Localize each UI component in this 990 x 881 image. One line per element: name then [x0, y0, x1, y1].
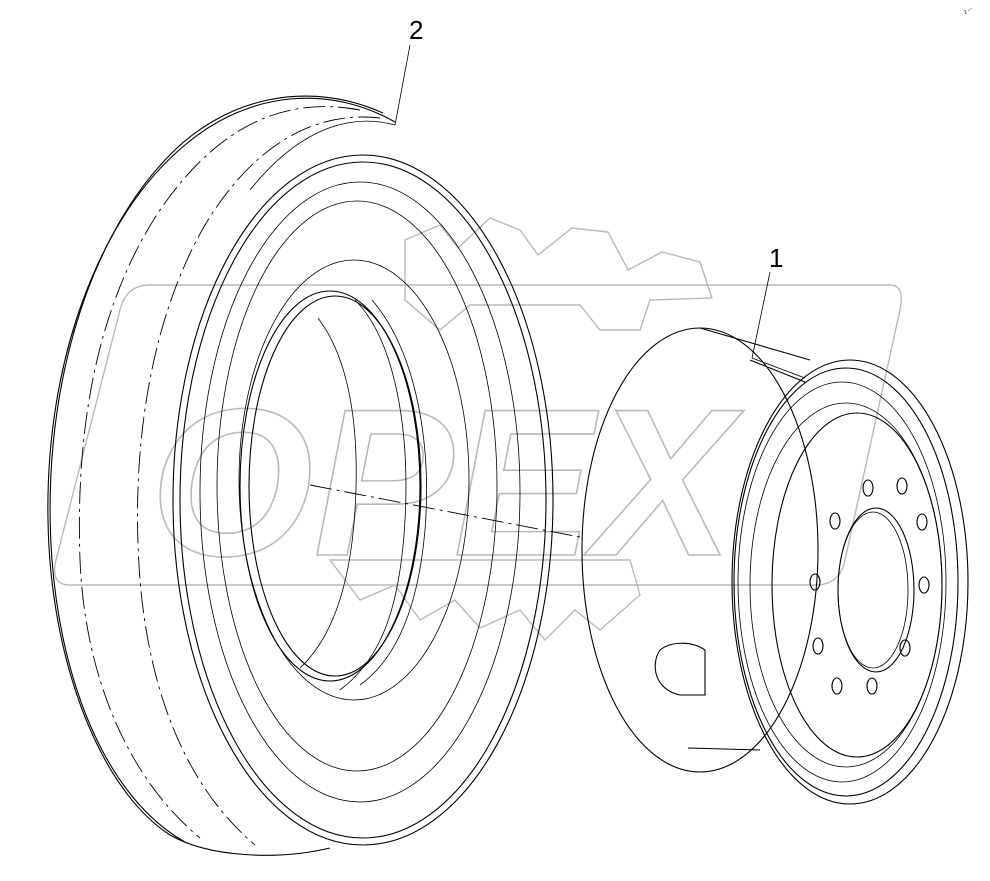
rim-drum-bottom: [687, 747, 761, 751]
corner-drawing-mark: 2 —: [963, 6, 974, 16]
rim-drum-top-2: [749, 359, 806, 383]
tire-tread-groove-2: [137, 116, 381, 846]
tire-inner-wall-3: [299, 317, 357, 669]
tire-sidewall-ring-1: [199, 181, 521, 803]
tire-inner-wall-1: [339, 299, 407, 691]
center-axis-line: [309, 484, 586, 539]
tire-tread-outer: [47, 97, 396, 856]
callout-1-leader-tail: [751, 357, 806, 379]
bolt-hole: [866, 677, 878, 695]
tire-shoulder-line: [249, 120, 396, 191]
rim-front-flange-outer: [731, 359, 969, 805]
bolt-hole: [862, 479, 874, 497]
tire-sidewall-ring-3: [238, 259, 470, 701]
tire-inner-wall-2: [359, 299, 427, 686]
callout-2-group: 2: [394, 15, 423, 126]
rim-bolt-holes: [809, 477, 930, 695]
tire-sidewall-outer: [172, 154, 554, 846]
callout-2-leader: [394, 44, 411, 126]
tire-bead-opening: [239, 290, 421, 682]
bolt-hole: [831, 677, 843, 695]
bolt-hole: [809, 573, 821, 591]
tire-tread-outer-2: [49, 95, 384, 843]
tire-tread-groove-1: [78, 106, 361, 839]
opex-watermark: OPEX: [53, 217, 902, 642]
bolt-hole: [899, 639, 911, 657]
rim-front-flange-3: [737, 381, 947, 783]
rim-part: [581, 327, 969, 805]
bolt-hole: [896, 477, 908, 495]
bolt-hole: [812, 637, 824, 655]
tire-bead-opening-2: [248, 295, 422, 677]
rim-center-bore-2: [837, 511, 909, 669]
bolt-hole: [916, 513, 928, 531]
bolt-hole: [829, 512, 841, 530]
tire-sidewall-outer-2: [179, 161, 547, 839]
bolt-hole: [918, 576, 930, 594]
callout-1-group: 1: [751, 243, 806, 379]
tire-sidewall-ring-2: [216, 200, 498, 772]
rim-disc-face: [771, 412, 943, 758]
watermark-frame: [53, 284, 902, 586]
rim-front-flange-2: [733, 367, 959, 797]
callout-2-label: 2: [409, 15, 423, 45]
rim-valve-cutout: [654, 642, 706, 696]
callout-1-leader: [751, 271, 771, 359]
callout-1-label: 1: [769, 243, 783, 273]
tire-part: [47, 95, 554, 856]
